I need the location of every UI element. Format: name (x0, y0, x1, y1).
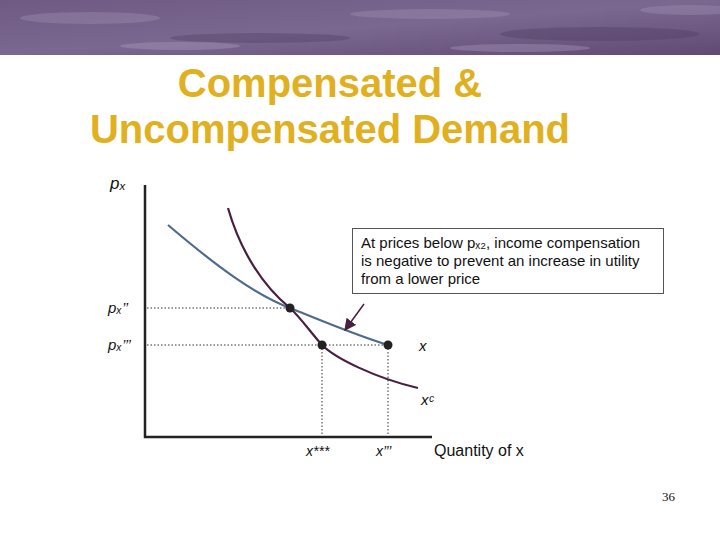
price-label: pₓ’’’ (108, 336, 131, 353)
axis-label: Quantity of x (434, 442, 524, 460)
header-band (0, 0, 720, 55)
quantity-label: x’’’ (376, 443, 391, 459)
curve-label: x (419, 337, 427, 354)
callout-box: At prices below pₓ₂, income compensation… (352, 228, 664, 294)
callout-text: At prices below pₓ₂, income compensation… (361, 234, 655, 288)
axes (145, 185, 432, 437)
guide-lines (147, 308, 388, 435)
axis-label: pₓ (110, 174, 126, 194)
band-texture (20, 5, 720, 52)
page-number: 36 (662, 489, 675, 505)
slide-title: Compensated & Uncompensated Demand (40, 60, 620, 152)
points (286, 304, 393, 350)
price-label: pₓ’’ (108, 299, 128, 316)
callout-pointer (345, 304, 364, 330)
curve-label: xᶜ (421, 391, 434, 408)
quantity-label: x*** (306, 443, 329, 459)
